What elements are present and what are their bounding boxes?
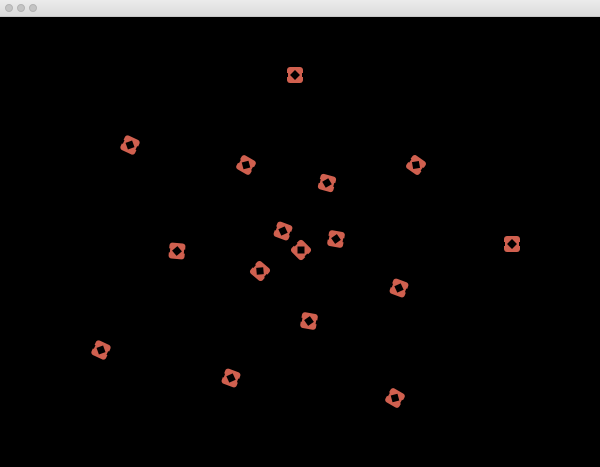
sprite xyxy=(236,155,256,175)
sprite xyxy=(91,340,111,360)
title-bar[interactable] xyxy=(0,0,600,17)
sprite xyxy=(326,230,346,248)
sprite xyxy=(317,173,337,193)
sprite xyxy=(299,312,319,330)
sprite xyxy=(273,221,293,241)
close-button[interactable] xyxy=(5,4,13,12)
game-canvas[interactable] xyxy=(0,17,600,467)
sprite xyxy=(249,260,271,282)
sprite xyxy=(120,135,140,155)
sprite xyxy=(406,155,426,175)
sprite xyxy=(385,388,405,408)
zoom-button[interactable] xyxy=(29,4,37,12)
minimize-button[interactable] xyxy=(17,4,25,12)
sprite xyxy=(286,67,304,83)
sprite xyxy=(290,239,312,261)
sprite xyxy=(221,368,241,388)
sprite xyxy=(167,242,187,260)
sprite xyxy=(503,236,521,252)
sprite xyxy=(389,278,409,298)
sprite-layer xyxy=(91,67,521,408)
